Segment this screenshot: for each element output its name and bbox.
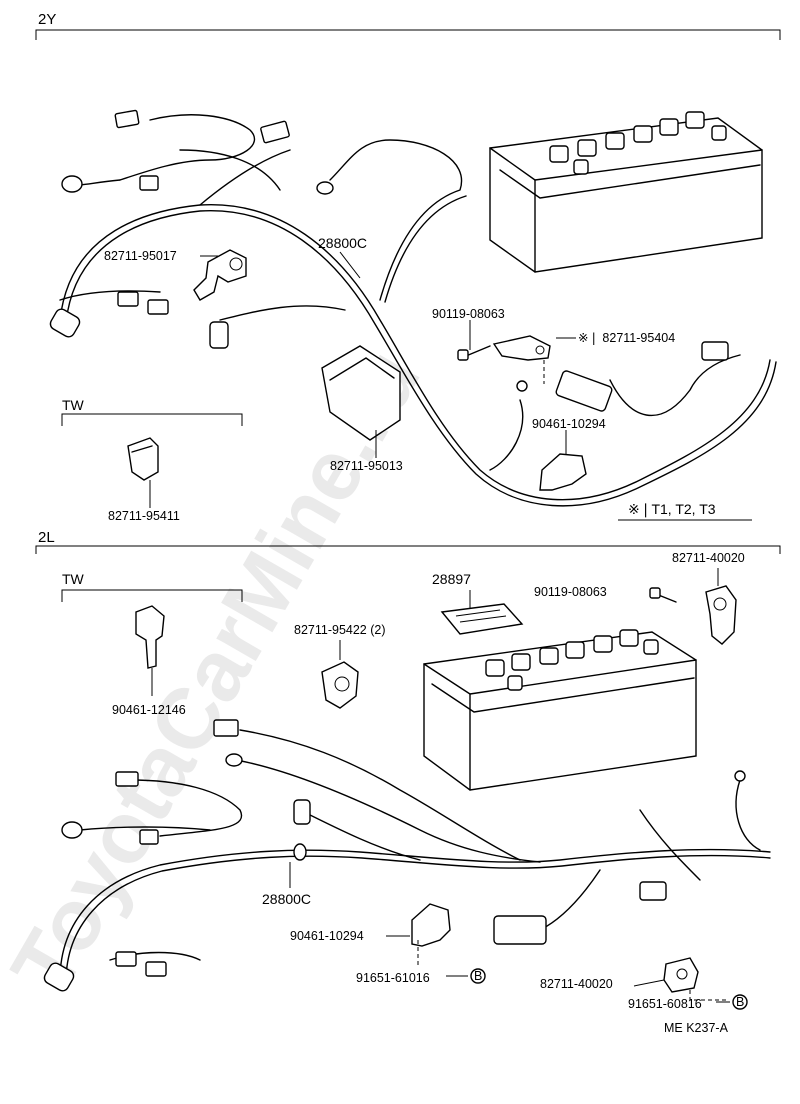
leaders-bottom (289, 862, 730, 1003)
bolt-90119-08063-top (457, 345, 491, 361)
connectors-bottom (43, 719, 746, 992)
part-label-90461-12146: 90461-12146 (112, 703, 186, 717)
part-label-82711-95404: ※❘ 82711-95404 (578, 331, 675, 346)
section-title-2y: 2Y (38, 11, 56, 28)
part-label-28897: 28897 (432, 571, 471, 587)
part-label-82711-40020-upper: 82711-40020 (672, 551, 745, 565)
figure-code: ME K237-A (664, 1021, 729, 1035)
connectors-top (49, 109, 729, 412)
part-label-90119-08063-top: 90119-08063 (432, 307, 505, 321)
section-bracket-2l (35, 545, 781, 554)
section-title-2l: 2L (38, 529, 55, 546)
clamp-82711-95404 (492, 335, 551, 361)
ring-terminal-top (516, 380, 528, 392)
part-label-90119-08063-bottom: 90119-08063 (534, 585, 607, 599)
ref-mark-b-left: B (474, 969, 482, 983)
part-90461-12146 (135, 605, 165, 669)
part-label-91651-60816: 91651-60816 (628, 997, 702, 1011)
tw-label-top: TW (62, 397, 85, 413)
part-label-82711-95411: 82711-95411 (108, 509, 180, 523)
leaders-top (200, 251, 576, 458)
tw-bracket-top (61, 413, 243, 426)
section-bracket-2y (35, 29, 781, 40)
part-label-82711-95017: 82711-95017 (104, 249, 177, 263)
part-label-90461-10294-top: 90461-10294 (532, 417, 606, 431)
part-label-82711-95422: 82711-95422 (2) (294, 623, 386, 637)
clamp-82711-95422 (321, 661, 359, 709)
part-82711-95411 (127, 437, 159, 481)
note-t1-t2-t3: ※❘T1, T2, T3 (628, 501, 716, 518)
part-label-91651-61016: 91651-61016 (356, 971, 430, 985)
clamp-82711-95017 (193, 249, 247, 301)
part-label-90461-10294-bottom: 90461-10294 (290, 929, 364, 943)
bolt-90119-08063-bottom (649, 587, 677, 603)
part-label-82711-95013: 82711-95013 (330, 459, 403, 473)
ref-circle-b-right (732, 994, 748, 1010)
ref-mark-b-right: B (736, 995, 744, 1009)
ref-circle-b-left (470, 968, 486, 984)
bracket-82711-95013 (321, 345, 401, 441)
part-label-28800c-top: 28800C (318, 235, 367, 251)
clamp-82711-40020-upper (705, 585, 737, 645)
wire-harness-top (59, 114, 777, 507)
battery-top (489, 111, 763, 273)
battery-bottom (423, 629, 697, 791)
part-label-82711-40020-lower: 82711-40020 (540, 977, 613, 991)
clamp-82711-40020-lower (663, 957, 699, 993)
tw-label-bottom: TW (62, 571, 85, 587)
clamp-90461-10294-bottom (411, 903, 451, 947)
dash-leader-bottom-right (689, 990, 728, 1001)
label-plate-28897 (440, 603, 524, 635)
part-label-28800c-bottom: 28800C (262, 891, 311, 907)
clamp-90461-10294-top (539, 453, 587, 491)
tw-bracket-bottom (61, 589, 243, 602)
